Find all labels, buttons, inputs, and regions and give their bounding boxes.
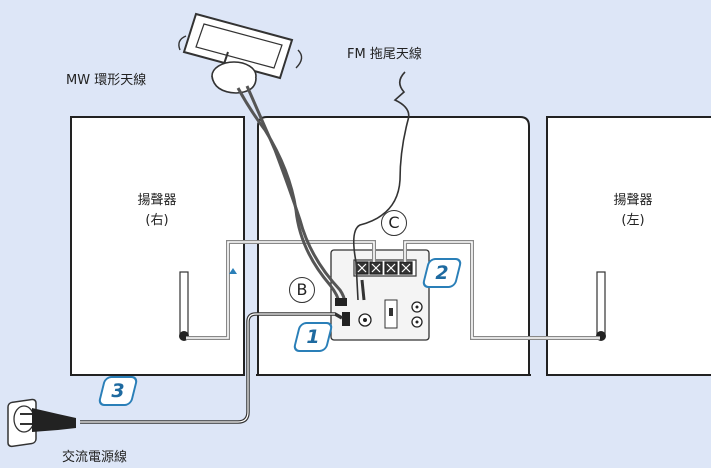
- wall-socket: [7, 398, 37, 448]
- step-1-badge: 1: [292, 322, 334, 352]
- power-plug: [32, 408, 76, 432]
- fm-antenna-label: FM 拖尾天線: [347, 47, 422, 62]
- callout-c: C: [381, 210, 407, 236]
- mw-antenna-label: MW 環形天線: [66, 73, 147, 88]
- speaker-right-box: [70, 116, 245, 376]
- speaker-left-side: (左): [621, 213, 645, 228]
- speaker-right-side: (右): [145, 213, 169, 228]
- fm-wire-antenna: [352, 71, 410, 301]
- callout-b: B: [289, 277, 315, 303]
- step-2-number: 2: [435, 262, 449, 284]
- speaker-right-title: 揚聲器: [137, 193, 177, 208]
- step-2-badge: 2: [421, 258, 463, 288]
- speaker-left-box: [546, 116, 711, 376]
- power-socket: [342, 312, 350, 326]
- step-1-number: 1: [306, 326, 320, 348]
- mw-loop-antenna: [178, 12, 303, 94]
- step-3-badge: 3: [97, 376, 139, 406]
- mw-antenna-cable: [236, 85, 347, 306]
- ac-cord-label: 交流電源線: [62, 450, 128, 465]
- step-3-number: 3: [111, 380, 125, 402]
- speaker-left-title: 揚聲器: [613, 193, 653, 208]
